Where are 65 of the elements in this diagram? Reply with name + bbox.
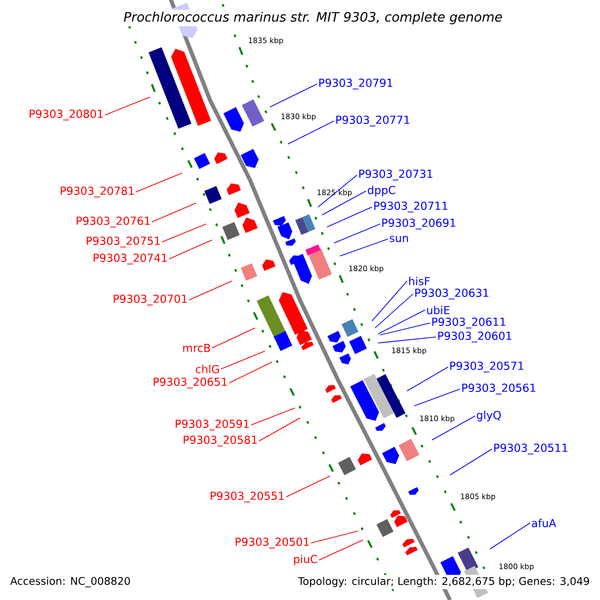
leader-line bbox=[378, 310, 426, 334]
leader-line bbox=[270, 84, 318, 108]
gene-label: sun bbox=[390, 236, 408, 242]
title: Prochlorococcus marinus str. MIT 9303, complete genome bbox=[122, 10, 504, 26]
gene-label: dppC bbox=[368, 186, 396, 196]
gene-label: P9303_20731 bbox=[359, 170, 432, 180]
leader-line bbox=[188, 280, 232, 300]
gene-label: P9303_20701 bbox=[114, 294, 187, 306]
gene-label: P9303_20591 bbox=[176, 420, 249, 430]
gene-label: mrcB bbox=[183, 344, 210, 352]
gene-label: P9303_20781 bbox=[60, 186, 134, 198]
leader-line bbox=[326, 206, 372, 228]
leader-line bbox=[258, 418, 300, 442]
gene-label: hisF bbox=[409, 276, 430, 286]
gene-label: P9303_20771 bbox=[336, 116, 410, 126]
gene-label: P9303_20561 bbox=[462, 384, 536, 394]
leader-line bbox=[340, 238, 388, 256]
gene-label: glyQ bbox=[476, 410, 501, 422]
leader-line bbox=[318, 540, 364, 560]
leader-line bbox=[406, 366, 448, 392]
leader-line bbox=[310, 530, 358, 544]
genome-info-label: Topology: circular; Length: 2,682,675 bp; Genes: 3,049 bbox=[296, 574, 592, 590]
leader-line bbox=[374, 294, 414, 328]
leader-line bbox=[136, 172, 182, 192]
gene-label: P9303_20761 bbox=[76, 216, 150, 228]
gene-label: P9303_20581 bbox=[184, 436, 257, 446]
gene-label: piuC bbox=[294, 554, 318, 566]
gene-label: chlG bbox=[196, 364, 219, 374]
leader-line bbox=[490, 522, 530, 550]
leader-line bbox=[432, 416, 476, 440]
leader-line bbox=[228, 362, 272, 384]
gene-label: P9303_20511 bbox=[494, 444, 568, 454]
gene-label: P9303_20631 bbox=[415, 288, 488, 300]
gene-label: P9303_20501 bbox=[236, 538, 309, 548]
leader-line bbox=[286, 476, 330, 498]
leader-line bbox=[322, 190, 366, 216]
gene-label: P9303_20751 bbox=[86, 236, 160, 248]
leader-line bbox=[450, 448, 492, 476]
leader-line bbox=[372, 280, 408, 322]
gene-label: P9303_20651 bbox=[154, 378, 227, 388]
leader-line bbox=[334, 224, 380, 244]
gene-label: P9303_20571 bbox=[450, 362, 524, 372]
leader-line bbox=[212, 328, 256, 348]
gene-label: P9303_20611 bbox=[432, 318, 506, 328]
leader-line bbox=[288, 120, 334, 144]
leader-line bbox=[162, 224, 206, 242]
gene-label: P9303_20741 bbox=[94, 254, 167, 264]
leader-line bbox=[414, 388, 460, 406]
leader-line bbox=[318, 174, 358, 208]
gene-label: P9303_20711 bbox=[374, 202, 448, 212]
leader-line bbox=[378, 336, 436, 344]
gene-label: P9303_20551 bbox=[210, 492, 284, 502]
gene-label: P9303_20691 bbox=[382, 218, 456, 230]
gene-label: afuA bbox=[532, 518, 556, 528]
gene-label: ubiE bbox=[427, 306, 450, 314]
gene-label: P9303_20791 bbox=[319, 78, 392, 90]
leader-line bbox=[380, 322, 430, 336]
gene-label: P9303_20801 bbox=[30, 110, 103, 120]
accession-label: Accession: NC_008820 bbox=[8, 574, 133, 590]
leader-line bbox=[250, 408, 296, 426]
leader-line bbox=[152, 202, 196, 222]
leader-line bbox=[220, 350, 266, 370]
leader-line bbox=[104, 96, 150, 116]
gene-label: P9303_20601 bbox=[438, 332, 512, 342]
leader-line bbox=[168, 240, 212, 260]
